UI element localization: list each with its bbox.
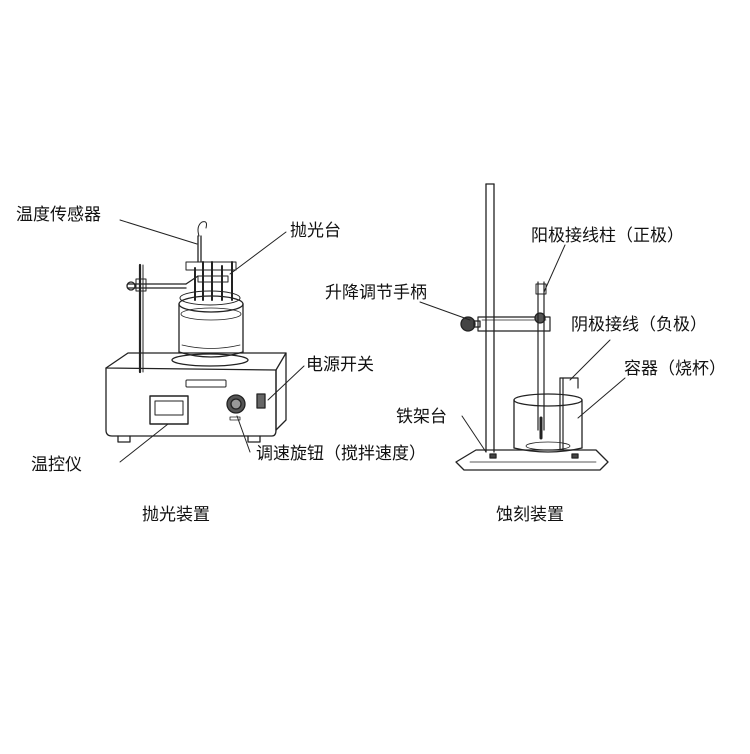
label-lift-handle: 升降调节手柄 — [325, 283, 427, 303]
caption-etching-apparatus: 蚀刻装置 — [496, 505, 564, 525]
etching-leader-lines — [419, 244, 626, 453]
label-anode-post: 阳极接线柱（正极） — [531, 226, 684, 246]
label-polishing-stage: 抛光台 — [290, 221, 341, 241]
label-power-switch: 电源开关 — [306, 355, 374, 375]
label-container-beaker: 容器（烧杯） — [624, 359, 726, 379]
caption-polishing-apparatus: 抛光装置 — [142, 505, 210, 525]
label-cathode-wire: 阴极接线（负极） — [571, 315, 707, 335]
label-iron-stand: 铁架台 — [396, 407, 447, 427]
etching-apparatus-drawing — [455, 183, 609, 471]
polishing-apparatus-drawing — [105, 221, 287, 443]
label-speed-knob: 调速旋钮（搅拌速度） — [256, 444, 426, 464]
polishing-leader-lines — [119, 219, 305, 463]
label-temperature-controller: 温控仪 — [31, 455, 82, 475]
label-temperature-sensor: 温度传感器 — [16, 205, 101, 225]
